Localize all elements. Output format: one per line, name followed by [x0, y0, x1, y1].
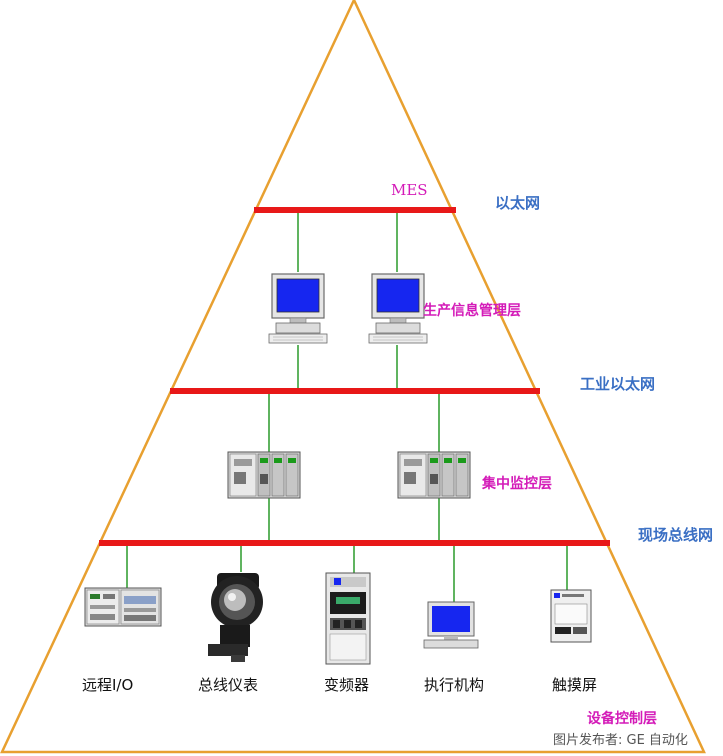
actuator-label: 执行机构 [424, 676, 485, 694]
inverter-label: 变频器 [324, 676, 370, 694]
fieldbus-bus [99, 540, 610, 546]
fieldbus-label: 现场总线网 [638, 526, 714, 544]
touch-screen-icon [550, 589, 592, 643]
plc-rack-icon [227, 451, 301, 499]
industrial-ethernet-label: 工业以太网 [580, 375, 656, 393]
ethernet-label: 以太网 [495, 194, 541, 212]
actuator-terminal-icon [423, 601, 479, 649]
bus-instrument-label: 总线仪表 [198, 676, 259, 694]
mes-layer-label: MES [391, 181, 428, 199]
remote-io-icon [84, 587, 162, 627]
image-credit: 图片发布者: GE 自动化 [553, 733, 688, 748]
central-monitoring-layer-label: 集中监控层 [482, 476, 552, 492]
industrial-ethernet-bus [170, 388, 540, 394]
management-pc-icon [368, 273, 428, 344]
production-management-layer-label: 生产信息管理层 [423, 303, 521, 319]
touch-screen-label: 触摸屏 [552, 676, 598, 694]
plc-rack-icon [397, 451, 471, 499]
device-control-layer-label: 设备控制层 [587, 711, 657, 727]
ethernet-bus [254, 207, 456, 213]
pyramid-outline [0, 0, 706, 754]
management-pc-icon [268, 273, 328, 344]
bus-instrument-icon [208, 573, 263, 662]
inverter-icon [325, 572, 371, 665]
remote-io-label: 远程I/O [82, 676, 134, 694]
